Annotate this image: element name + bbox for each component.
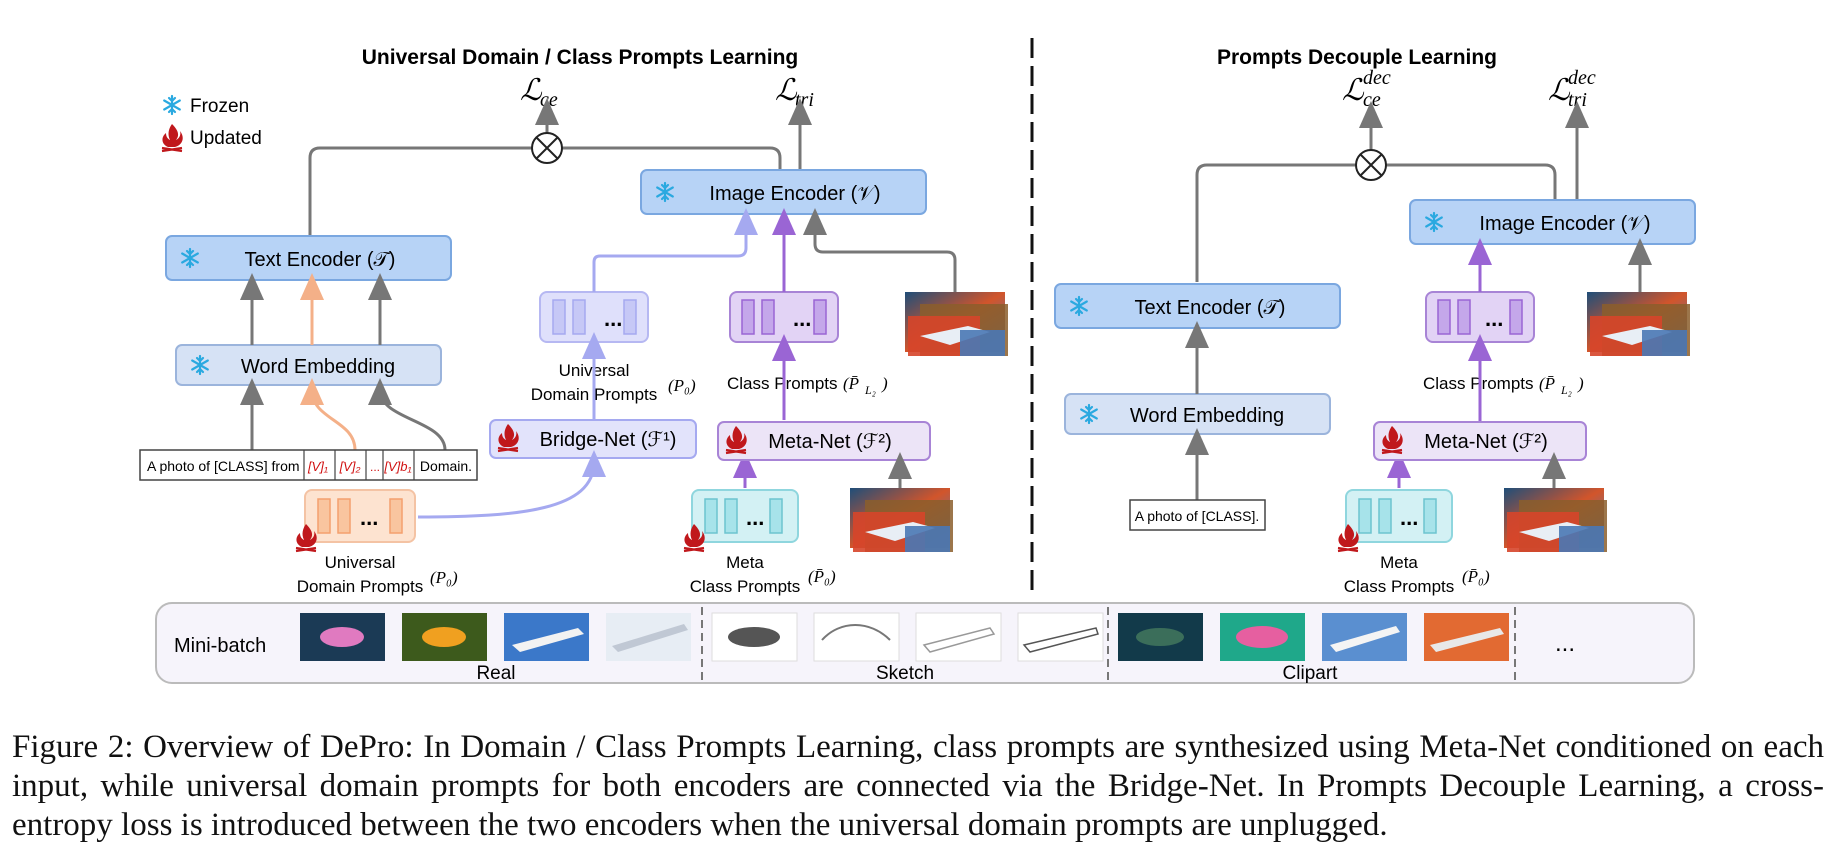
legend-updated: Updated <box>190 128 262 149</box>
input-images-upper-right <box>1587 292 1690 356</box>
text-encoder-right: Text Encoder (𝒯) <box>1054 283 1341 329</box>
svg-text:...: ... <box>604 306 622 331</box>
svg-text:A photo of [CLASS] from: A photo of [CLASS] from <box>147 458 300 474</box>
class-prompts-left-label: Class Prompts (P̄ L₂ ) <box>727 374 888 397</box>
svg-text:ce: ce <box>540 89 558 111</box>
svg-text:ℒ: ℒ <box>1342 74 1365 107</box>
universal-prompts-lower-line2: Domain Prompts <box>297 577 424 596</box>
svg-text:Image Encoder (𝒱): Image Encoder (𝒱) <box>1479 213 1650 235</box>
meta-net-left: Meta-Net (ℱ²) <box>717 421 931 461</box>
multiply-node-right <box>1355 149 1387 181</box>
svg-text:...: ... <box>360 505 378 530</box>
svg-text:Word Embedding: Word Embedding <box>1130 405 1284 427</box>
svg-text:L₂: L₂ <box>864 383 876 397</box>
svg-text:(P̄: (P̄ <box>843 374 859 393</box>
universal-prompts-lower-symbol: (P₀) <box>430 568 458 587</box>
meta-prompts-left-symbol: (P̄₀) <box>808 567 836 586</box>
universal-prompts-lower-line1: Universal <box>325 553 396 572</box>
svg-text:): ) <box>881 374 888 393</box>
meta-class-prompts-left: ... <box>691 489 799 543</box>
svg-text:ℒ: ℒ <box>1548 74 1571 107</box>
svg-text:tri: tri <box>1568 89 1587 111</box>
svg-text:...: ... <box>746 505 764 530</box>
svg-text:...: ... <box>1400 505 1418 530</box>
multiply-node <box>531 132 563 164</box>
svg-text:Domain.: Domain. <box>420 458 472 474</box>
universal-prompts-upper-symbol: (P₀) <box>668 376 696 395</box>
input-images-upper <box>905 292 1008 356</box>
svg-text:Class Prompts: Class Prompts <box>727 374 838 393</box>
group-clipart: Clipart <box>1283 663 1339 684</box>
svg-text:): ) <box>1577 374 1584 393</box>
group-real: Real <box>476 663 515 684</box>
svg-text:Bridge-Net (ℱ¹): Bridge-Net (ℱ¹) <box>540 429 677 451</box>
svg-text:...: ... <box>1485 306 1503 331</box>
meta-prompts-right-line2: Class Prompts <box>1344 577 1455 596</box>
svg-text:L₂: L₂ <box>1560 383 1572 397</box>
svg-text:[V]₁: [V]₁ <box>307 459 328 474</box>
figure-caption: Figure 2: Overview of DePro: In Domain /… <box>12 729 1824 843</box>
prompt-template-left: A photo of [CLASS] from [V]₁ [V]₂ ... [V… <box>139 449 478 481</box>
svg-text:tri: tri <box>795 89 814 111</box>
universal-domain-prompts-upper: ... <box>539 291 649 343</box>
minibatch-label: Mini-batch <box>174 635 266 657</box>
method-diagram: Universal Domain / Class Prompts Learnin… <box>139 38 1696 684</box>
snowflake-icon <box>163 94 181 116</box>
image-encoder-left: Image Encoder (𝒱) <box>640 169 927 215</box>
minibatch-strip: Mini-batch ... Real Sketch Clipart <box>155 602 1695 684</box>
text-encoder-left: Text Encoder (𝒯) <box>165 235 452 281</box>
svg-text:dec: dec <box>1568 67 1596 89</box>
loss-tri-dec: ℒ tri dec <box>1548 67 1596 111</box>
svg-text:...: ... <box>793 306 811 331</box>
group-sketch: Sketch <box>876 663 934 684</box>
svg-text:A photo of [CLASS].: A photo of [CLASS]. <box>1135 508 1260 524</box>
svg-text:ce: ce <box>1363 89 1381 111</box>
meta-prompts-left-line2: Class Prompts <box>690 577 801 596</box>
left-panel-title: Universal Domain / Class Prompts Learnin… <box>362 46 798 69</box>
loss-ce-dec: ℒ ce dec <box>1342 67 1391 111</box>
svg-text:...: ... <box>370 460 380 474</box>
meta-prompts-right-line1: Meta <box>1380 553 1418 572</box>
bridge-net: Bridge-Net (ℱ¹) <box>489 419 697 459</box>
meta-net-right: Meta-Net (ℱ²) <box>1373 421 1587 461</box>
svg-text:Class Prompts: Class Prompts <box>1423 374 1534 393</box>
meta-prompts-left-line1: Meta <box>726 553 764 572</box>
meta-class-prompts-right: ... <box>1345 489 1453 543</box>
word-embedding-left: Word Embedding <box>175 344 442 386</box>
class-prompts-left: ... <box>729 291 839 343</box>
svg-text:dec: dec <box>1363 67 1391 89</box>
svg-text:Text Encoder (𝒯): Text Encoder (𝒯) <box>245 249 396 271</box>
svg-text:(P̄: (P̄ <box>1539 374 1555 393</box>
loss-ce: ℒ ce <box>520 74 558 111</box>
svg-text:[V]₂: [V]₂ <box>339 459 361 474</box>
loss-tri: ℒ tri <box>775 74 814 111</box>
svg-text:Text Encoder (𝒯): Text Encoder (𝒯) <box>1135 297 1286 319</box>
svg-text:Word Embedding: Word Embedding <box>241 356 395 378</box>
legend-frozen: Frozen <box>190 96 249 117</box>
flame-icon <box>160 122 184 153</box>
image-encoder-right: Image Encoder (𝒱) <box>1409 199 1696 245</box>
svg-text:[V]b₁: [V]b₁ <box>383 459 411 474</box>
input-images-lower <box>850 488 953 552</box>
svg-text:Meta-Net (ℱ²): Meta-Net (ℱ²) <box>1424 431 1548 453</box>
right-panel-title: Prompts Decouple Learning <box>1217 46 1497 69</box>
universal-domain-prompts-lower: ... <box>304 489 416 543</box>
svg-text:Image Encoder (𝒱): Image Encoder (𝒱) <box>709 183 880 205</box>
svg-text:Meta-Net (ℱ²): Meta-Net (ℱ²) <box>768 431 892 453</box>
meta-prompts-right-symbol: (P̄₀) <box>1462 567 1490 586</box>
minibatch-more: ... <box>1555 630 1575 657</box>
class-prompts-right: ... <box>1425 291 1535 343</box>
word-embedding-right: Word Embedding <box>1064 393 1331 435</box>
input-images-lower-right <box>1504 488 1607 552</box>
class-prompts-right-label: Class Prompts (P̄ L₂ ) <box>1423 374 1584 397</box>
prompt-template-right: A photo of [CLASS]. <box>1129 499 1266 531</box>
